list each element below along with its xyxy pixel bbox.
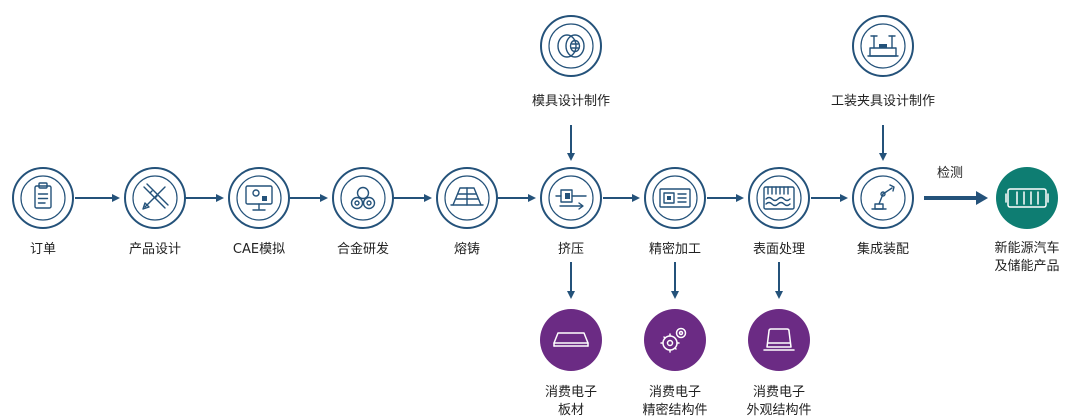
cnc-machine-icon (659, 188, 691, 208)
output-sheet-plate (540, 309, 602, 371)
step-order (12, 167, 74, 229)
battery-pack-icon (1005, 188, 1049, 208)
output-label-precision-line1: 消费电子 (649, 385, 701, 400)
step-label-cae: CAE模拟 (233, 242, 285, 257)
casting-furnace-icon (450, 187, 484, 206)
output-label-precision-line2: 精密结构件 (642, 402, 707, 418)
step-product-design (124, 167, 186, 229)
final-product-label-line1: 新能源汽车 (994, 240, 1059, 256)
fixture-icon (867, 35, 899, 57)
input-fixture (852, 15, 914, 77)
step-precision-machining (644, 167, 706, 229)
step-alloy-rd (332, 167, 394, 229)
final-product (996, 167, 1058, 229)
arrow-head-assembly (840, 194, 848, 202)
output-label-sheet-line2: 板材 (558, 403, 584, 418)
step-integrated-assembly (852, 167, 914, 229)
step-label-casting: 熔铸 (454, 241, 480, 257)
step-cae-simulation (228, 167, 290, 229)
output-arrows (567, 262, 783, 299)
alloy-ingots-icon (350, 186, 376, 210)
step-extrusion (540, 167, 602, 229)
sheet-plate-icon (553, 332, 589, 347)
step-surface-treatment (748, 167, 810, 229)
step-label-order: 订单 (30, 242, 56, 257)
monitor-simulation-icon (245, 185, 273, 211)
input-label-fixture: 工装夹具设计制作 (831, 94, 935, 109)
gears-icon (660, 327, 687, 353)
check-label: 检测 (937, 166, 963, 181)
step-casting (436, 167, 498, 229)
output-label-sheet-line1: 消费电子 (545, 385, 597, 400)
robot-arm-icon (871, 184, 895, 210)
step-label-machining: 精密加工 (649, 241, 701, 257)
output-label-appearance-line1: 消费电子 (753, 385, 805, 400)
step-label-product-design: 产品设计 (129, 242, 181, 257)
step-label-surface: 表面处理 (753, 242, 805, 257)
final-product-label-line2: 及储能产品 (994, 259, 1059, 274)
die-mold-icon (557, 34, 585, 58)
extrusion-press-icon (555, 189, 587, 210)
clipboard-icon (34, 182, 52, 209)
input-die-mold (540, 15, 602, 77)
step-label-extrusion: 挤压 (558, 242, 584, 257)
step-label-alloy: 合金研发 (337, 241, 389, 257)
surface-treatment-icon (763, 186, 795, 210)
flow-arrows (75, 191, 988, 205)
laptop-shell-icon (763, 328, 795, 351)
step-label-assembly: 集成装配 (857, 241, 909, 257)
input-arrows (567, 125, 887, 161)
output-label-appearance-line2: 外观结构件 (746, 403, 811, 418)
input-label-die-mold: 模具设计制作 (532, 94, 610, 109)
output-precision-parts (644, 309, 706, 371)
design-tools-icon (142, 183, 169, 210)
output-appearance-parts (748, 309, 810, 371)
